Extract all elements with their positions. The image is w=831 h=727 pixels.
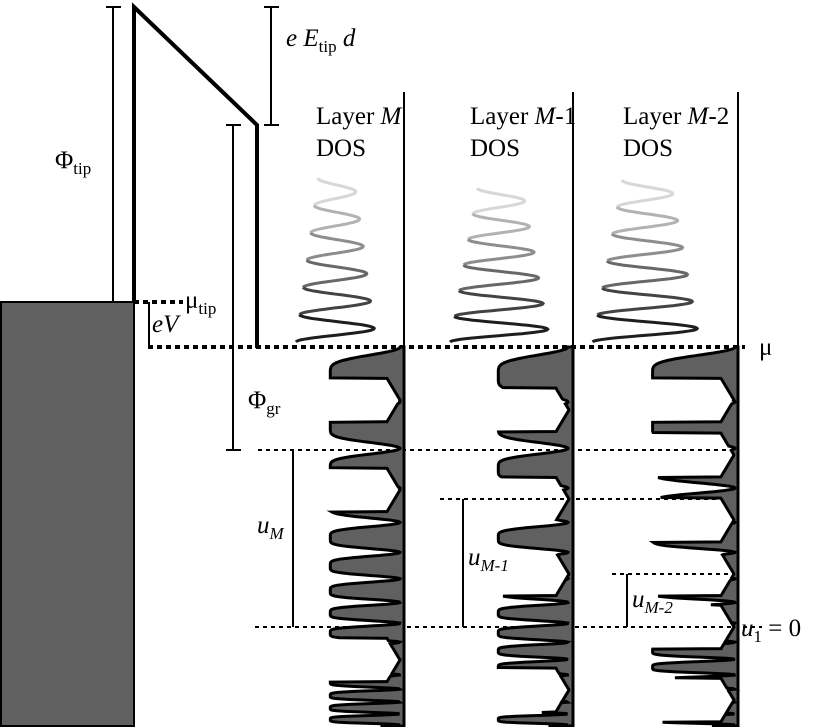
empty-dos-curve (313, 177, 358, 207)
empty-dos-curve (298, 286, 373, 316)
empty-dos-curve (471, 187, 527, 215)
layer-m2-title: Layer M-2 (623, 103, 729, 130)
layer-m1-title: Layer M-1 (470, 103, 576, 130)
mu-label: μ (759, 334, 772, 361)
empty-dos-curve (611, 206, 680, 235)
layer-m-title: Layer M (316, 103, 403, 130)
empty-dos-curve (305, 232, 365, 261)
empty-dos-curve (294, 314, 377, 343)
empty-dos-curve (458, 264, 541, 292)
tip-metal-block (0, 301, 135, 727)
layer-m1-dos (449, 187, 575, 727)
empty-dos-curve (302, 259, 369, 289)
layer-m1-dos-label: DOS (470, 135, 520, 162)
empty-dos-curve (615, 179, 675, 208)
field-drop-label: e Etip d (286, 25, 356, 56)
phi-tip-label: Φtip (55, 147, 91, 178)
empty-dos-curve (449, 315, 550, 344)
layer-m-dos-label: DOS (316, 135, 366, 162)
empty-dos-curve (606, 233, 685, 262)
field-drop-bracket (264, 6, 279, 126)
phi-tip-bracket (106, 6, 121, 303)
phi-gr-label: Φgr (248, 387, 281, 418)
u-m2-label: uM-2 (632, 586, 673, 617)
empty-dos-curve (467, 213, 532, 241)
u-m-label: uM (257, 512, 285, 543)
empty-dos-curve (591, 314, 700, 344)
layer-m2-dos-label: DOS (623, 135, 673, 162)
filled-dos-curve (496, 345, 575, 727)
layer-m2-dos (591, 179, 741, 727)
phi-gr-bracket (226, 124, 241, 451)
empty-dos-curve (596, 287, 695, 317)
empty-dos-curve (601, 260, 690, 289)
empty-dos-curve (309, 204, 362, 234)
mu-tip-label: μtip (185, 287, 216, 318)
filled-dos-curve (326, 345, 406, 727)
layer-m-dos (294, 177, 406, 727)
ev-label: eV (152, 311, 181, 338)
empty-dos-curve (462, 238, 536, 266)
u-m1-label: uM-1 (468, 544, 509, 575)
tip-barrier (132, 2, 259, 348)
empty-dos-curve (453, 289, 546, 318)
filled-dos-curve (648, 345, 741, 727)
u1-zero-label: u1 = 0 (741, 615, 801, 646)
